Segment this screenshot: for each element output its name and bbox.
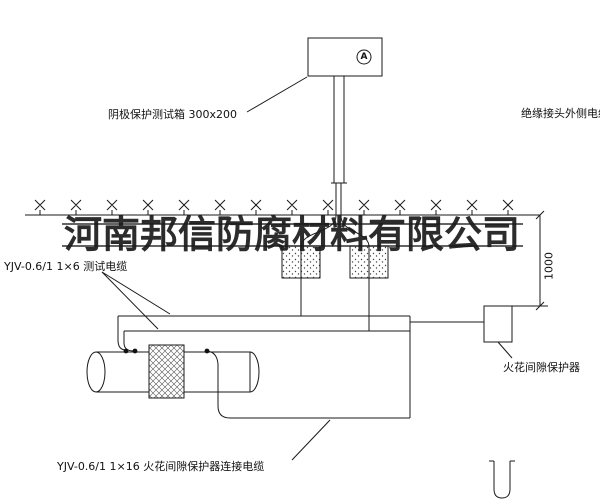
spark-gap-protector-box [483,305,513,343]
test-cable-curve-left [300,215,337,248]
pipeline-group [86,344,260,399]
pipe-sleeve-hatch [148,344,185,399]
test-box-group [246,37,383,113]
corner-detail-symbol [489,460,515,499]
connection-cable-path [206,350,410,419]
leader-lines-group [101,271,331,461]
ground-group [25,199,540,216]
insulated-joint-cable-label: 绝缘接头外侧电缆 [521,107,600,120]
dimension-ticks [535,210,545,311]
test-cable-leader-2 [101,271,159,330]
watermark-lines-group [62,223,523,247]
connection-cable-label: YJV-0.6/1 1×16 火花间隙保护器连接电缆 [57,460,265,473]
weld-point-1 [123,348,129,354]
weld-point-2 [132,348,138,354]
spark-gap-protector-label: 火花间隙保护器 [503,361,580,374]
dimension-group [512,210,548,311]
test-cable-label: YJV-0.6/1 1×6 测试电缆 [4,260,128,273]
weld-point-3 [204,348,210,354]
test-cables-group [117,215,410,352]
test-cable-curve-right [340,215,370,248]
dimension-text: 1000 [542,252,556,280]
protector-cable-group [206,316,484,419]
test-cable-leader-1 [101,271,171,315]
ammeter-circle [356,49,372,65]
test-box-label: 阴极保护测试箱 300x200 [108,108,237,121]
ground-hatch-crosses [34,199,514,215]
protector-leader-line [497,341,513,359]
company-watermark: 河南邦信防腐材料有限公司 [63,211,521,257]
connection-cable-leader [291,419,331,461]
ammeter-letter: A [360,52,368,62]
spark-gap-protector-group [483,305,513,359]
conduit-group [331,76,347,216]
pipe-left-cap [86,351,106,393]
test-box-leader-line [246,76,308,113]
